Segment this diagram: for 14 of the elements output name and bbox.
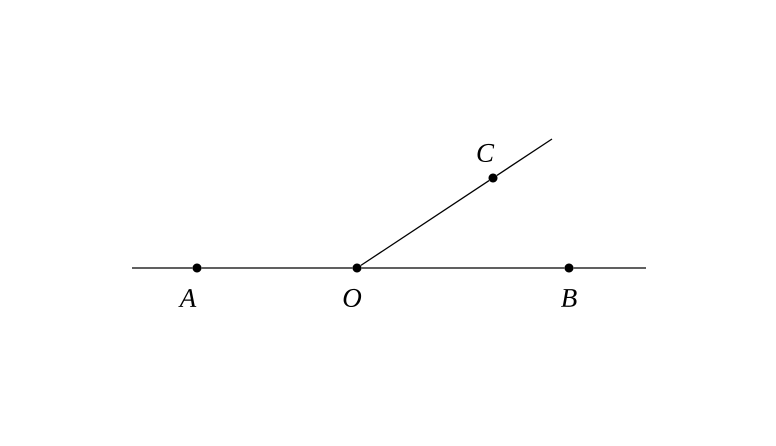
line-segment <box>202 267 352 269</box>
point-label: C <box>478 144 494 162</box>
point-label: B <box>561 289 577 307</box>
line-segment <box>132 267 192 269</box>
line-segment <box>360 180 490 266</box>
point-dot <box>192 263 202 272</box>
line-segment <box>574 267 646 269</box>
line-segment <box>362 267 564 269</box>
point-label: A <box>178 289 196 307</box>
line-segment <box>496 138 552 176</box>
point-dot <box>488 173 498 182</box>
point-dot <box>564 263 574 272</box>
point-dot <box>352 263 362 272</box>
point-label: O <box>344 288 362 308</box>
